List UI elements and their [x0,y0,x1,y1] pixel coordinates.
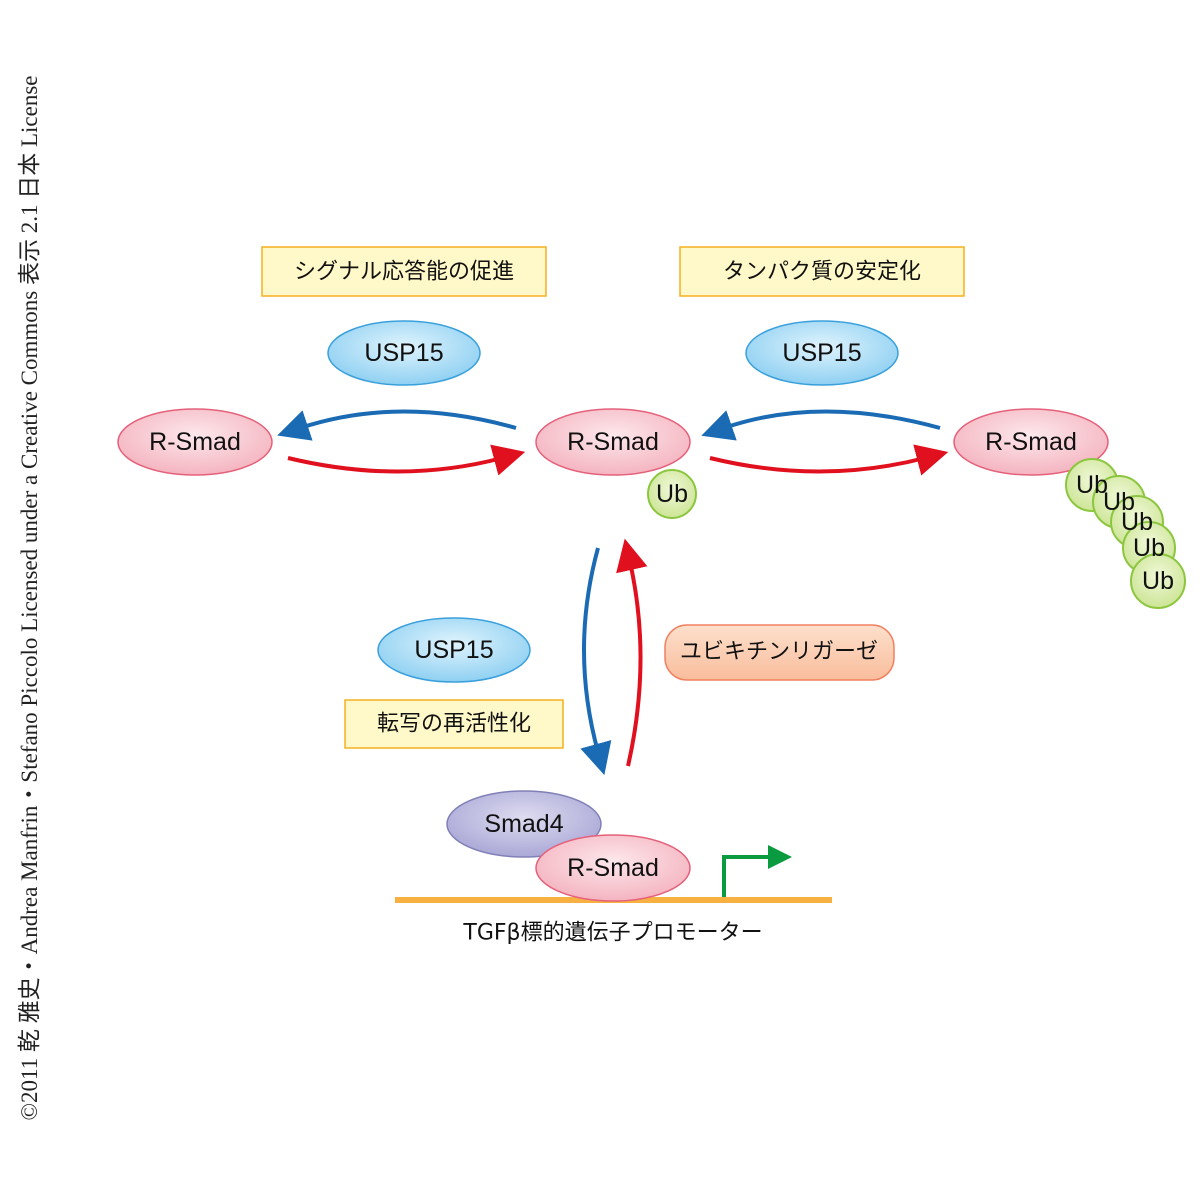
deubiquitination-arrow-down [580,547,612,776]
ubiquitination-arrow-up [616,538,648,767]
ub-label: Ub [1142,567,1174,595]
usp15-bottom: USP15 [377,617,531,683]
ub-circles [1065,458,1186,609]
ub-label: Ub [1133,534,1165,562]
transcription-reactivation-label: 転写の再活性化 [377,712,531,737]
ub-labels: Ub Ub Ub Ub Ub [1076,471,1174,595]
ubiquitination-arrow-left [287,444,526,476]
deubiquitination-arrow-left [277,409,517,441]
transcription-reactivation-box: 転写の再活性化 [344,699,564,749]
signal-response-box: シグナル応答能の促進 [261,246,547,297]
polyubiquitin-chain: Ub Ub Ub Ub Ub [1065,458,1186,609]
ub-label: Ub [1121,508,1153,536]
rsmad-label: R-Smad [567,854,659,882]
rsmad-promoter-bound: R-Smad [535,834,691,902]
ub-label: Ub [1103,488,1135,516]
rsmad-label: R-Smad [567,428,659,456]
usp15-left: USP15 [327,320,481,386]
deubiquitination-arrow-right [701,409,941,441]
rsmad-label: R-Smad [985,428,1077,456]
usp15-label: USP15 [364,339,443,367]
ubiquitin-ligase: ユビキチンリガーゼ [664,624,895,681]
protein-stability-box: タンパク質の安定化 [679,246,965,297]
rsmad-label: R-Smad [149,428,241,456]
ubiquitination-arrow-right [709,444,949,476]
signal-response-label: シグナル応答能の促進 [294,260,514,285]
usp15-label: USP15 [782,339,861,367]
smad4-label: Smad4 [484,810,563,838]
protein-stability-label: タンパク質の安定化 [723,260,921,285]
usp15-label: USP15 [414,636,493,664]
transcription-start-arrow [722,845,792,897]
rsmad-monoubiquitinated: R-Smad Ub [535,408,697,519]
smad4: Smad4 [446,790,602,858]
promoter-label: TGFβ標的遺伝子プロモーター [462,921,762,946]
ligase-label: ユビキチンリガーゼ [680,640,878,665]
rsmad-polyubiquitinated: R-Smad Ub Ub Ub Ub Ub [953,408,1186,609]
ub-label: Ub [656,480,688,508]
ub-label: Ub [1076,471,1108,499]
usp15-right: USP15 [745,320,899,386]
rsmad-unmodified: R-Smad [117,408,273,476]
ub-circle [1130,553,1186,609]
